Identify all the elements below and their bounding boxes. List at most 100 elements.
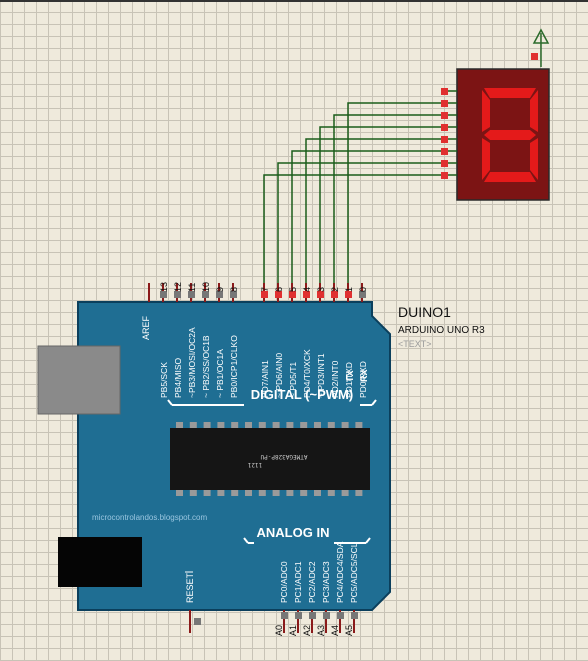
- analog-pin-label: PC4/ADC4/SDA: [335, 541, 345, 603]
- pin-number: 7: [260, 287, 270, 292]
- pin-number: 8: [229, 287, 239, 292]
- analog-pin-label: PC2/ADC2: [307, 561, 317, 603]
- analog-pin-end[interactable]: [295, 612, 302, 619]
- display-pin-end[interactable]: [441, 160, 448, 167]
- tx-label: TX: [345, 370, 355, 382]
- component-reference[interactable]: DUINO1: [398, 304, 451, 320]
- pin-number: 10: [201, 282, 211, 292]
- component-value[interactable]: ARDUINO UNO R3: [398, 325, 485, 336]
- analog-pin-number: A5: [344, 625, 354, 636]
- header-pin-end[interactable]: [331, 291, 338, 298]
- pin-number: 9: [215, 287, 225, 292]
- wire-net[interactable]: [277, 162, 441, 283]
- wire-net[interactable]: [305, 138, 441, 283]
- header-pin-end[interactable]: [261, 291, 268, 298]
- pin-label: PB4/MISO: [173, 357, 183, 398]
- header-pin-end[interactable]: [275, 291, 282, 298]
- rx-label: RX: [359, 369, 369, 382]
- segment-f: [482, 90, 490, 132]
- display-pin-end[interactable]: [441, 124, 448, 131]
- display-pin-end[interactable]: [441, 136, 448, 143]
- pin-label: ~PB3/MOSI/OC2A: [187, 327, 197, 398]
- analog-pin-end[interactable]: [309, 612, 316, 619]
- header-pin-end[interactable]: [289, 291, 296, 298]
- wire-net[interactable]: [347, 102, 441, 283]
- pin-number: 5: [288, 287, 298, 292]
- pin-number: 6: [274, 287, 284, 292]
- usb-connector: [37, 345, 121, 415]
- header-pin-end[interactable]: [303, 291, 310, 298]
- analog-pin-end[interactable]: [337, 612, 344, 619]
- display-pin-end[interactable]: [441, 172, 448, 179]
- reset-label: RESET: [185, 572, 195, 603]
- reset-pin[interactable]: [189, 610, 201, 633]
- wire-net[interactable]: [291, 150, 441, 283]
- display-pin-end[interactable]: [441, 112, 448, 119]
- analog-pin-label: PC3/ADC3: [321, 561, 331, 603]
- digit-segments: [482, 88, 538, 182]
- seven-segment-display[interactable]: [441, 68, 550, 201]
- header-pin-end[interactable]: [317, 291, 324, 298]
- digital-bracket: [167, 399, 377, 406]
- header-pin-end[interactable]: [188, 291, 195, 298]
- pin-number: 1: [344, 287, 354, 292]
- pin-label: ~ PB2/SS/OC1B: [201, 335, 211, 398]
- pin-label: PD1/TXD: [344, 362, 354, 398]
- component-text-placeholder[interactable]: <TEXT>: [398, 339, 432, 349]
- pin-label: PB0/ICP1/CLKO: [229, 335, 239, 398]
- header-pin-end[interactable]: [202, 291, 209, 298]
- segment-e: [482, 138, 490, 180]
- watermark-text: microcontrolandos.blogspot.com: [92, 513, 208, 522]
- pin-number: 4: [302, 287, 312, 292]
- header-pin-end[interactable]: [345, 291, 352, 298]
- analog-pin-end[interactable]: [281, 612, 288, 619]
- analog-pin-number: A1: [288, 625, 298, 636]
- display-pin-end[interactable]: [441, 100, 448, 107]
- analog-bracket: [243, 537, 371, 544]
- analog-pin-label: PC5/ADC5/SCL: [349, 542, 359, 603]
- analog-pin-label: PC1/ADC1: [293, 561, 303, 603]
- wire-net[interactable]: [263, 174, 441, 283]
- display-pin-end[interactable]: [441, 88, 448, 95]
- segment-b: [530, 90, 538, 132]
- pin-label: ~ PD3/INT1: [316, 353, 326, 398]
- segment-a: [484, 88, 536, 98]
- segment-c: [530, 138, 538, 180]
- analog-pin-end[interactable]: [351, 612, 358, 619]
- analog-pin-end[interactable]: [323, 612, 330, 619]
- header-pin-end[interactable]: [230, 291, 237, 298]
- pin-label: PD7/AIN1: [260, 360, 270, 398]
- analog-pin-label: PC0/ADC0: [279, 561, 289, 603]
- display-pin-end[interactable]: [441, 148, 448, 155]
- pin-label: PD0/RXD: [358, 361, 368, 398]
- analog-pin-number: A2: [302, 625, 312, 636]
- atmega-chip: ATMEGA328P-PU 1121: [170, 422, 370, 496]
- power-terminal[interactable]: [531, 28, 550, 67]
- wire-bundle[interactable]: [263, 102, 441, 283]
- analog-pin-number: A4: [330, 625, 340, 636]
- wire-net[interactable]: [333, 114, 441, 283]
- analog-pin-number: A3: [316, 625, 326, 636]
- pin-label: PD2/INT0: [330, 360, 340, 398]
- svg-text:ATMEGA328P-PU: ATMEGA328P-PU: [260, 453, 307, 460]
- pin-label: ~ PD6/AIN0: [274, 353, 284, 398]
- analog-header-label: ANALOG IN: [257, 525, 330, 540]
- pin-number: 0: [358, 287, 368, 292]
- header-pin-end[interactable]: [216, 291, 223, 298]
- pin-number: 2: [330, 287, 340, 292]
- arduino-board[interactable]: DIGITAL (~PWM) ATMEGA328P-PU 1121 microc…: [37, 301, 391, 611]
- segment-g: [484, 130, 536, 140]
- analog-pin-number: A0: [274, 625, 284, 636]
- wire-net[interactable]: [319, 126, 441, 283]
- segment-d: [484, 172, 536, 182]
- header-pin-end[interactable]: [359, 291, 366, 298]
- header-pin-end[interactable]: [160, 291, 167, 298]
- pin-number: 11: [187, 283, 197, 292]
- header-pin-end[interactable]: [174, 291, 181, 298]
- pin-label: ~ PD5/T1: [288, 362, 298, 398]
- svg-text:1121: 1121: [247, 461, 262, 468]
- pin-number: 13: [159, 282, 169, 292]
